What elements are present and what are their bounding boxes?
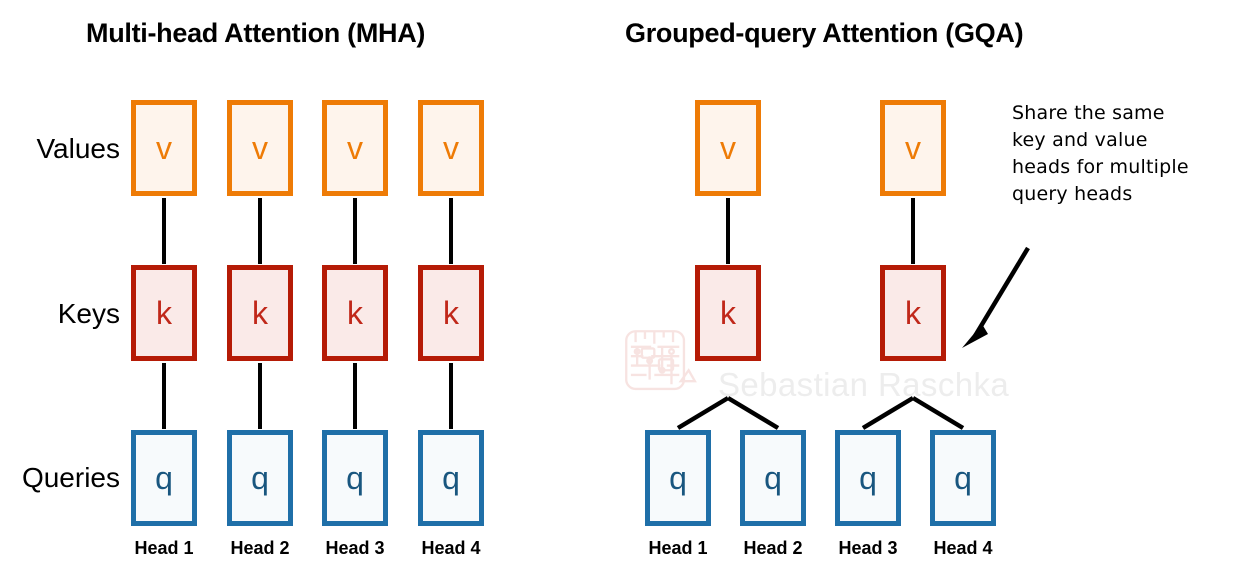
mha-head-label-1: Head 1 xyxy=(134,538,194,558)
annotation-arrow xyxy=(962,246,1030,348)
gqa-connector-v-k-2 xyxy=(911,198,915,264)
mha-key-cell-3[interactable]: k xyxy=(322,265,388,361)
gqa-key-cell-1[interactable]: k xyxy=(695,265,761,361)
annotation-text: Share the same key and value heads for m… xyxy=(1012,100,1237,208)
mha-value-cell-1[interactable]: v xyxy=(131,100,197,196)
watermark-label: Sebastian Raschka xyxy=(718,366,1010,403)
mha-connector-k-q-1 xyxy=(162,363,166,429)
mha-value-cell-2[interactable]: v xyxy=(227,100,293,196)
gqa-query-cell-4[interactable]: q xyxy=(930,430,996,526)
panel-title-gqa: Grouped-query Attention (GQA) xyxy=(625,18,1024,48)
mha-value-cell-3[interactable]: v xyxy=(322,100,388,196)
gqa-query-cell-3[interactable]: q xyxy=(835,430,901,526)
mha-connector-k-q-2 xyxy=(258,363,262,429)
gqa-connector-v-k-1 xyxy=(726,198,730,264)
mha-head-label-3: Head 3 xyxy=(325,538,385,558)
mha-head-label-2: Head 2 xyxy=(230,538,290,558)
mha-connector-k-q-4 xyxy=(449,363,453,429)
panel-title-mha: Multi-head Attention (MHA) xyxy=(86,18,426,48)
mha-connector-k-q-3 xyxy=(353,363,357,429)
mha-connector-v-k-4 xyxy=(449,198,453,264)
mha-connector-v-k-1 xyxy=(162,198,166,264)
gqa-head-label-2: Head 2 xyxy=(743,538,803,558)
circuit-board-icon xyxy=(625,330,697,391)
mha-key-cell-2[interactable]: k xyxy=(227,265,293,361)
row-label-keys: Keys xyxy=(57,298,120,329)
gqa-value-cell-1[interactable]: v xyxy=(695,100,761,196)
gqa-query-cell-1[interactable]: q xyxy=(645,430,711,526)
gqa-value-cell-2[interactable]: v xyxy=(880,100,946,196)
annotation-line-4: query heads xyxy=(1012,183,1133,205)
gqa-key-cell-2[interactable]: k xyxy=(880,265,946,361)
mha-key-cell-4[interactable]: k xyxy=(418,265,484,361)
gqa-head-label-1: Head 1 xyxy=(648,538,708,558)
mha-query-cell-1[interactable]: q xyxy=(131,430,197,526)
gqa-head-label-4: Head 4 xyxy=(933,538,993,558)
row-label-queries: Queries xyxy=(21,462,120,493)
gqa-head-label-3: Head 3 xyxy=(838,538,898,558)
annotation-line-1: Share the same xyxy=(1012,102,1165,124)
mha-query-cell-3[interactable]: q xyxy=(322,430,388,526)
mha-connector-v-k-2 xyxy=(258,198,262,264)
annotation-line-3: heads for multiple xyxy=(1012,156,1189,178)
mha-query-cell-4[interactable]: q xyxy=(418,430,484,526)
row-label-values: Values xyxy=(36,133,120,164)
gqa-query-cell-2[interactable]: q xyxy=(740,430,806,526)
mha-connector-v-k-3 xyxy=(353,198,357,264)
mha-value-cell-4[interactable]: v xyxy=(418,100,484,196)
mha-key-cell-1[interactable]: k xyxy=(131,265,197,361)
mha-head-label-4: Head 4 xyxy=(421,538,481,558)
mha-query-cell-2[interactable]: q xyxy=(227,430,293,526)
annotation-line-2: key and value xyxy=(1012,129,1148,151)
